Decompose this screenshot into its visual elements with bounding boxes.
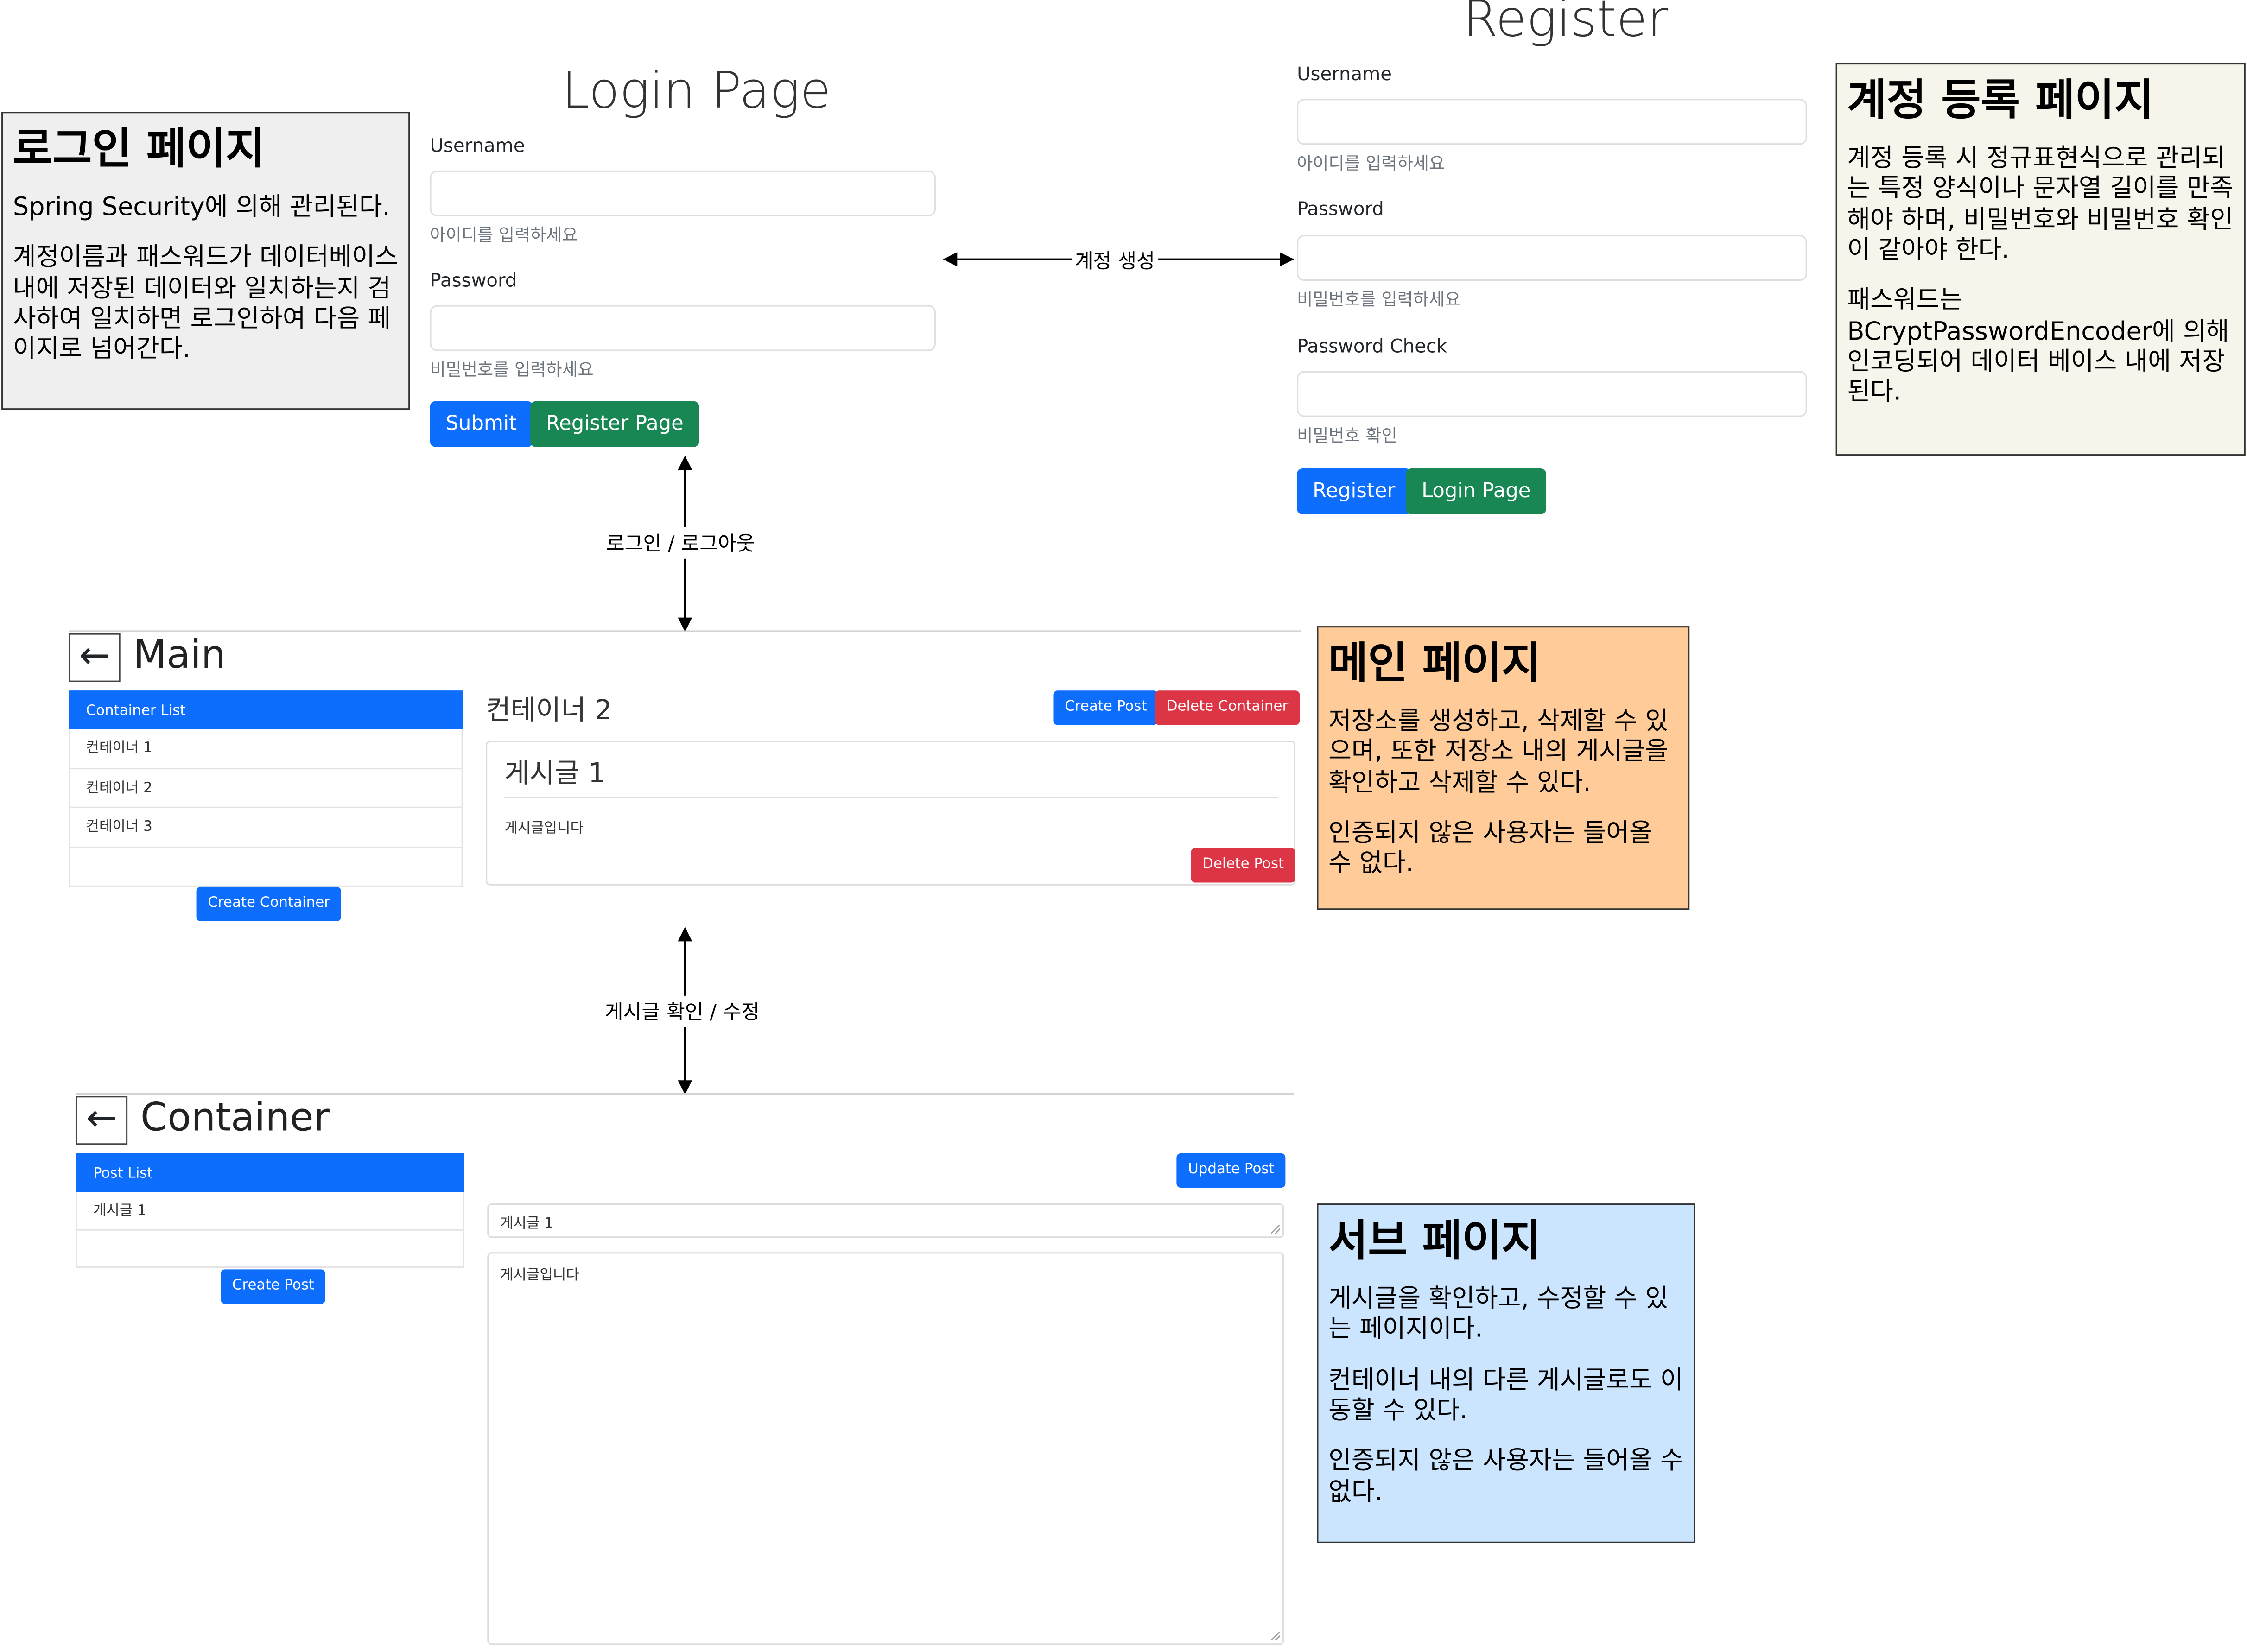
login-note-paragraph: 계정이름과 패스워드가 데이터베이스 내에 저장된 데이터와 일치하는지 검사하… — [13, 244, 398, 365]
register-password-help: 비밀번호를 입력하세요 — [1297, 289, 1461, 310]
sub-note-paragraph: 게시글을 확인하고, 수정할 수 있는 페이지이다. — [1328, 1285, 1669, 1345]
post-card-title[interactable]: 게시글 1 — [504, 758, 606, 790]
main-divider — [69, 630, 1301, 632]
login-password-input[interactable] — [430, 305, 936, 351]
main-note-paragraph: 인증되지 않은 사용자는 들어올 수 없다. — [1328, 819, 1652, 879]
post-title-input[interactable]: 게시글 1 — [487, 1203, 1284, 1238]
register-username-label: Username — [1297, 64, 1392, 86]
selected-container-title: 컨테이너 2 — [486, 695, 612, 727]
login-username-input[interactable] — [430, 170, 936, 216]
login-page-button[interactable]: Login Page — [1406, 468, 1547, 514]
register-page-button[interactable]: Register Page — [530, 401, 699, 447]
register-password-label: Password — [1297, 199, 1384, 221]
post-body-input[interactable]: 게시글입니다 — [487, 1252, 1284, 1645]
submit-button[interactable]: Submit — [430, 401, 533, 447]
post-list-header: Post List — [76, 1153, 464, 1192]
register-page-title: Register — [1463, 0, 1668, 49]
main-note-box: 메인 페이지 저장소를 생성하고, 삭제할 수 있으며, 또한 저장소 내의 게… — [1317, 626, 1690, 910]
arrow-left-icon: ← — [86, 1097, 118, 1141]
post-card-divider — [504, 797, 1278, 798]
account-create-label: 계정 생성 — [1072, 246, 1158, 275]
post-body-value: 게시글입니다 — [500, 1268, 579, 1284]
sub-note-paragraph: 컨테이너 내의 다른 게시글로도 이동할 수 있다. — [1328, 1366, 1683, 1426]
post-list-empty-row — [76, 1230, 464, 1268]
container-page-title: Container — [140, 1096, 330, 1141]
create-container-button[interactable]: Create Container — [196, 886, 342, 922]
container-list-item[interactable]: 컨테이너 3 — [69, 808, 463, 848]
login-note-title: 로그인 페이지 — [13, 124, 266, 175]
login-password-help: 비밀번호를 입력하세요 — [430, 360, 594, 380]
login-page-title: Login Page — [561, 63, 831, 120]
register-note-paragraph: 계정 등록 시 정규표현식으로 관리되는 특정 양식이나 문자열 길이를 만족해… — [1847, 145, 2234, 266]
register-note-box: 계정 등록 페이지 계정 등록 시 정규표현식으로 관리되는 특정 양식이나 문… — [1835, 63, 2246, 456]
register-password-check-label: Password Check — [1297, 336, 1447, 358]
login-username-help: 아이디를 입력하세요 — [430, 225, 578, 245]
login-note-paragraph: Spring Security에 의해 관리된다. — [13, 193, 390, 222]
sub-note-paragraph: 인증되지 않은 사용자는 들어올 수 없다. — [1328, 1447, 1683, 1507]
login-username-label: Username — [430, 136, 525, 158]
post-card-body: 게시글입니다 — [504, 821, 584, 837]
resize-handle-icon[interactable] — [1271, 1632, 1280, 1641]
register-password-check-help: 비밀번호 확인 — [1297, 425, 1397, 446]
post-list-item[interactable]: 게시글 1 — [76, 1192, 464, 1231]
update-post-button[interactable]: Update Post — [1176, 1153, 1286, 1188]
arrow-left-icon: ← — [79, 634, 110, 678]
container-list-item[interactable]: 컨테이너 1 — [69, 729, 463, 770]
main-note-paragraph: 저장소를 생성하고, 삭제할 수 있으며, 또한 저장소 내의 게시글을 확인하… — [1328, 708, 1669, 798]
main-page-title: Main — [133, 633, 226, 678]
sub-note-box: 서브 페이지 게시글을 확인하고, 수정할 수 있는 페이지이다. 컨테이너 내… — [1317, 1203, 1695, 1543]
post-card: 게시글 1 게시글입니다 Delete Post — [486, 741, 1295, 886]
container-divider — [76, 1093, 1294, 1095]
post-title-value: 게시글 1 — [500, 1216, 553, 1232]
register-note-paragraph: 패스워드는 BCryptPasswordEncoder에 의해 인코딩되어 데이… — [1847, 287, 2229, 408]
main-note-title: 메인 페이지 — [1328, 639, 1542, 690]
login-note-box: 로그인 페이지 Spring Security에 의해 관리된다. 계정이름과 … — [1, 112, 410, 410]
register-password-input[interactable] — [1297, 235, 1807, 281]
delete-container-button[interactable]: Delete Container — [1155, 690, 1300, 725]
register-note-title: 계정 등록 페이지 — [1847, 76, 2154, 127]
delete-post-button[interactable]: Delete Post — [1191, 848, 1295, 883]
sub-note-title: 서브 페이지 — [1328, 1216, 1542, 1267]
register-password-check-input[interactable] — [1297, 371, 1807, 417]
container-back-button[interactable]: ← — [76, 1096, 128, 1145]
login-password-label: Password — [430, 271, 517, 292]
register-username-help: 아이디를 입력하세요 — [1297, 153, 1445, 174]
register-username-input[interactable] — [1297, 99, 1807, 145]
post-view-edit-label: 게시글 확인 / 수정 — [602, 995, 763, 1027]
create-post-button[interactable]: Create Post — [1053, 690, 1159, 725]
container-list-header: Container List — [69, 690, 463, 729]
resize-handle-icon[interactable] — [1271, 1225, 1280, 1234]
container-list-empty-row — [69, 848, 463, 887]
container-create-post-button[interactable]: Create Post — [221, 1269, 326, 1304]
register-button[interactable]: Register — [1297, 468, 1411, 514]
login-logout-label: 로그인 / 로그아웃 — [603, 527, 758, 559]
main-back-button[interactable]: ← — [69, 633, 121, 682]
container-list-item[interactable]: 컨테이너 2 — [69, 769, 463, 808]
